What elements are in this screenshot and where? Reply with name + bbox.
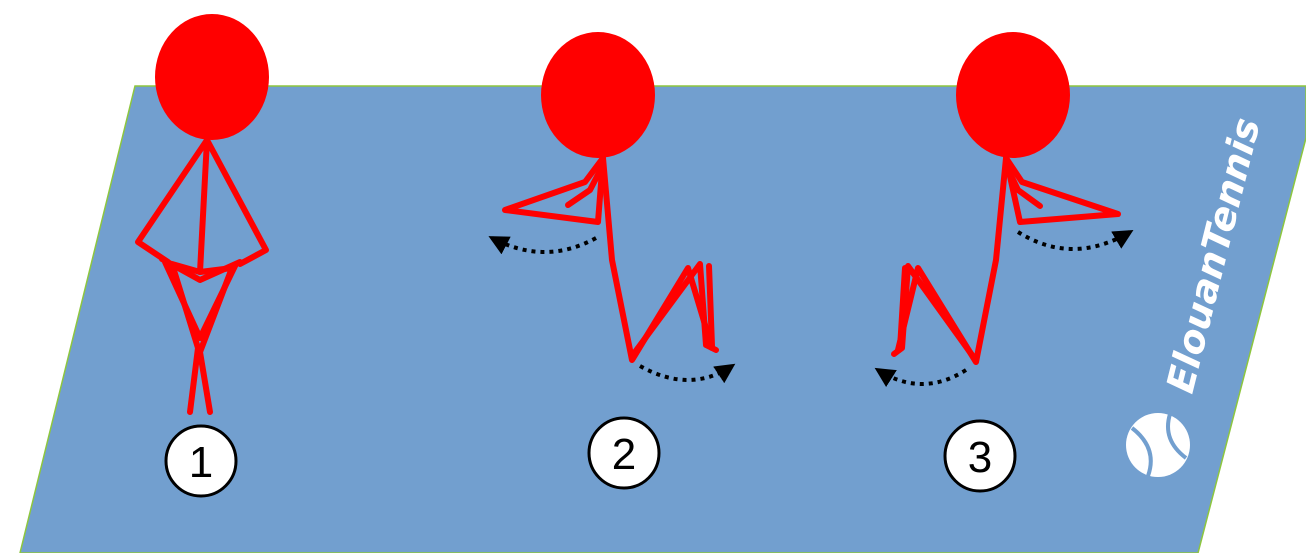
figure-1-torso (197, 137, 210, 275)
step-badge-1: 1 (164, 424, 238, 498)
step-badge-3: 3 (943, 419, 1017, 493)
figure-3-shin (897, 265, 908, 351)
figure-2-head (541, 32, 655, 158)
figure-3 (891, 32, 1121, 365)
figure-3-head (956, 32, 1070, 158)
figure-2 (502, 32, 719, 363)
step-label-2: 2 (612, 430, 636, 479)
arrow-arm-left (488, 236, 597, 255)
arrow-foot-left (874, 367, 968, 388)
figure-3-leg-back (895, 155, 1009, 365)
figure-1-head (155, 14, 269, 140)
figure-2-leg-back (600, 155, 715, 363)
step-label-1: 1 (189, 438, 213, 487)
figure-2-arm (502, 155, 606, 225)
tennis-ball-icon (1126, 413, 1190, 477)
figure-3-arm (1003, 155, 1121, 225)
figure-1-arm-right (204, 137, 269, 267)
figure-2-arm-inner (565, 162, 606, 208)
figure-1-leg-inner (162, 259, 239, 341)
arrow-foot-right (639, 363, 736, 384)
figure-1 (135, 14, 269, 415)
step-label-3: 3 (968, 433, 992, 482)
figure-1-arm-left (135, 137, 210, 265)
figure-2-shin (706, 263, 715, 349)
figure-3-arm-inner (1003, 162, 1043, 209)
step-badge-2: 2 (587, 416, 661, 490)
